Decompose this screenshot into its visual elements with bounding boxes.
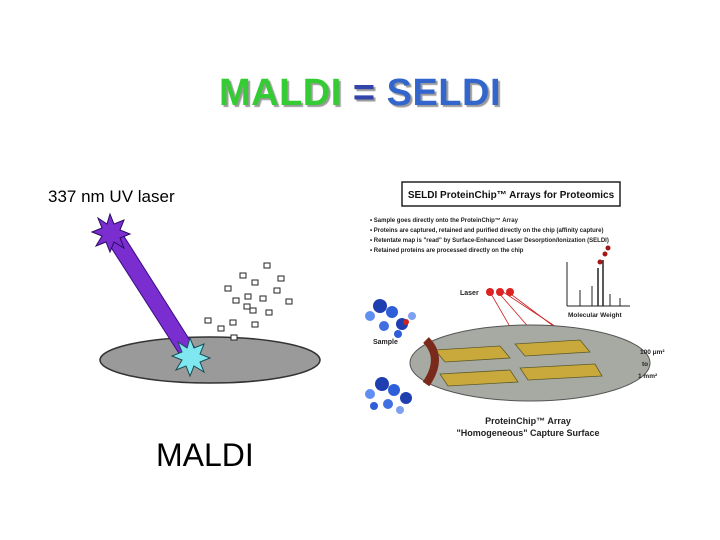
laser-label: 337 nm UV laser bbox=[48, 187, 175, 206]
cycle-arrow-icon bbox=[422, 337, 439, 387]
seldi-figure: SELDI ProteinChip™ Arrays for Proteomics… bbox=[365, 181, 665, 438]
seldi-bullet: • Proteins are captured, retained and pu… bbox=[370, 228, 603, 234]
maldi-caption: MALDI bbox=[156, 437, 254, 473]
laser-spot-icon bbox=[506, 288, 514, 296]
mass-spectrum bbox=[566, 245, 630, 307]
seldi-header: SELDI ProteinChip™ Arrays for Proteomics bbox=[408, 190, 615, 201]
array-label: ProteinChip™ Array bbox=[485, 416, 571, 426]
impact-burst-icon bbox=[170, 336, 212, 378]
size-label-3: 1 mm² bbox=[638, 373, 658, 380]
mw-label: Molecular Weight bbox=[568, 312, 623, 319]
desorbed-ions bbox=[204, 262, 293, 341]
size-label-2: to bbox=[642, 361, 648, 368]
size-label-1: 100 μm² bbox=[640, 349, 665, 356]
sample-molecules-bottom bbox=[365, 377, 412, 414]
laser-spot-icon bbox=[486, 288, 494, 296]
laser-beam bbox=[104, 229, 197, 359]
protein-chip-array bbox=[409, 324, 651, 402]
seldi-bullet: • Sample goes directly onto the ProteinC… bbox=[370, 217, 519, 224]
surface-label: "Homogeneous" Capture Surface bbox=[456, 428, 599, 438]
sample-molecules-top bbox=[365, 299, 416, 338]
laser-spot-icon bbox=[496, 288, 504, 296]
maldi-target-plate bbox=[99, 336, 321, 384]
title-equals: = bbox=[352, 72, 376, 114]
slide-title: MALDI = SELDI bbox=[0, 72, 720, 115]
seldi-bullet: • Retentate map is "read" by Surface-Enh… bbox=[370, 238, 609, 244]
seldi-header-box bbox=[401, 181, 621, 207]
seldi-laser-label: Laser bbox=[460, 290, 479, 297]
title-maldi: MALDI bbox=[218, 72, 342, 114]
title-seldi: SELDI bbox=[386, 72, 502, 114]
capture-spots bbox=[434, 339, 603, 387]
seldi-bullet: • Retained proteins are processed direct… bbox=[370, 248, 524, 254]
laser-burst-icon bbox=[90, 212, 132, 254]
maldi-diagram bbox=[90, 212, 321, 384]
sample-label: Sample bbox=[373, 339, 398, 346]
